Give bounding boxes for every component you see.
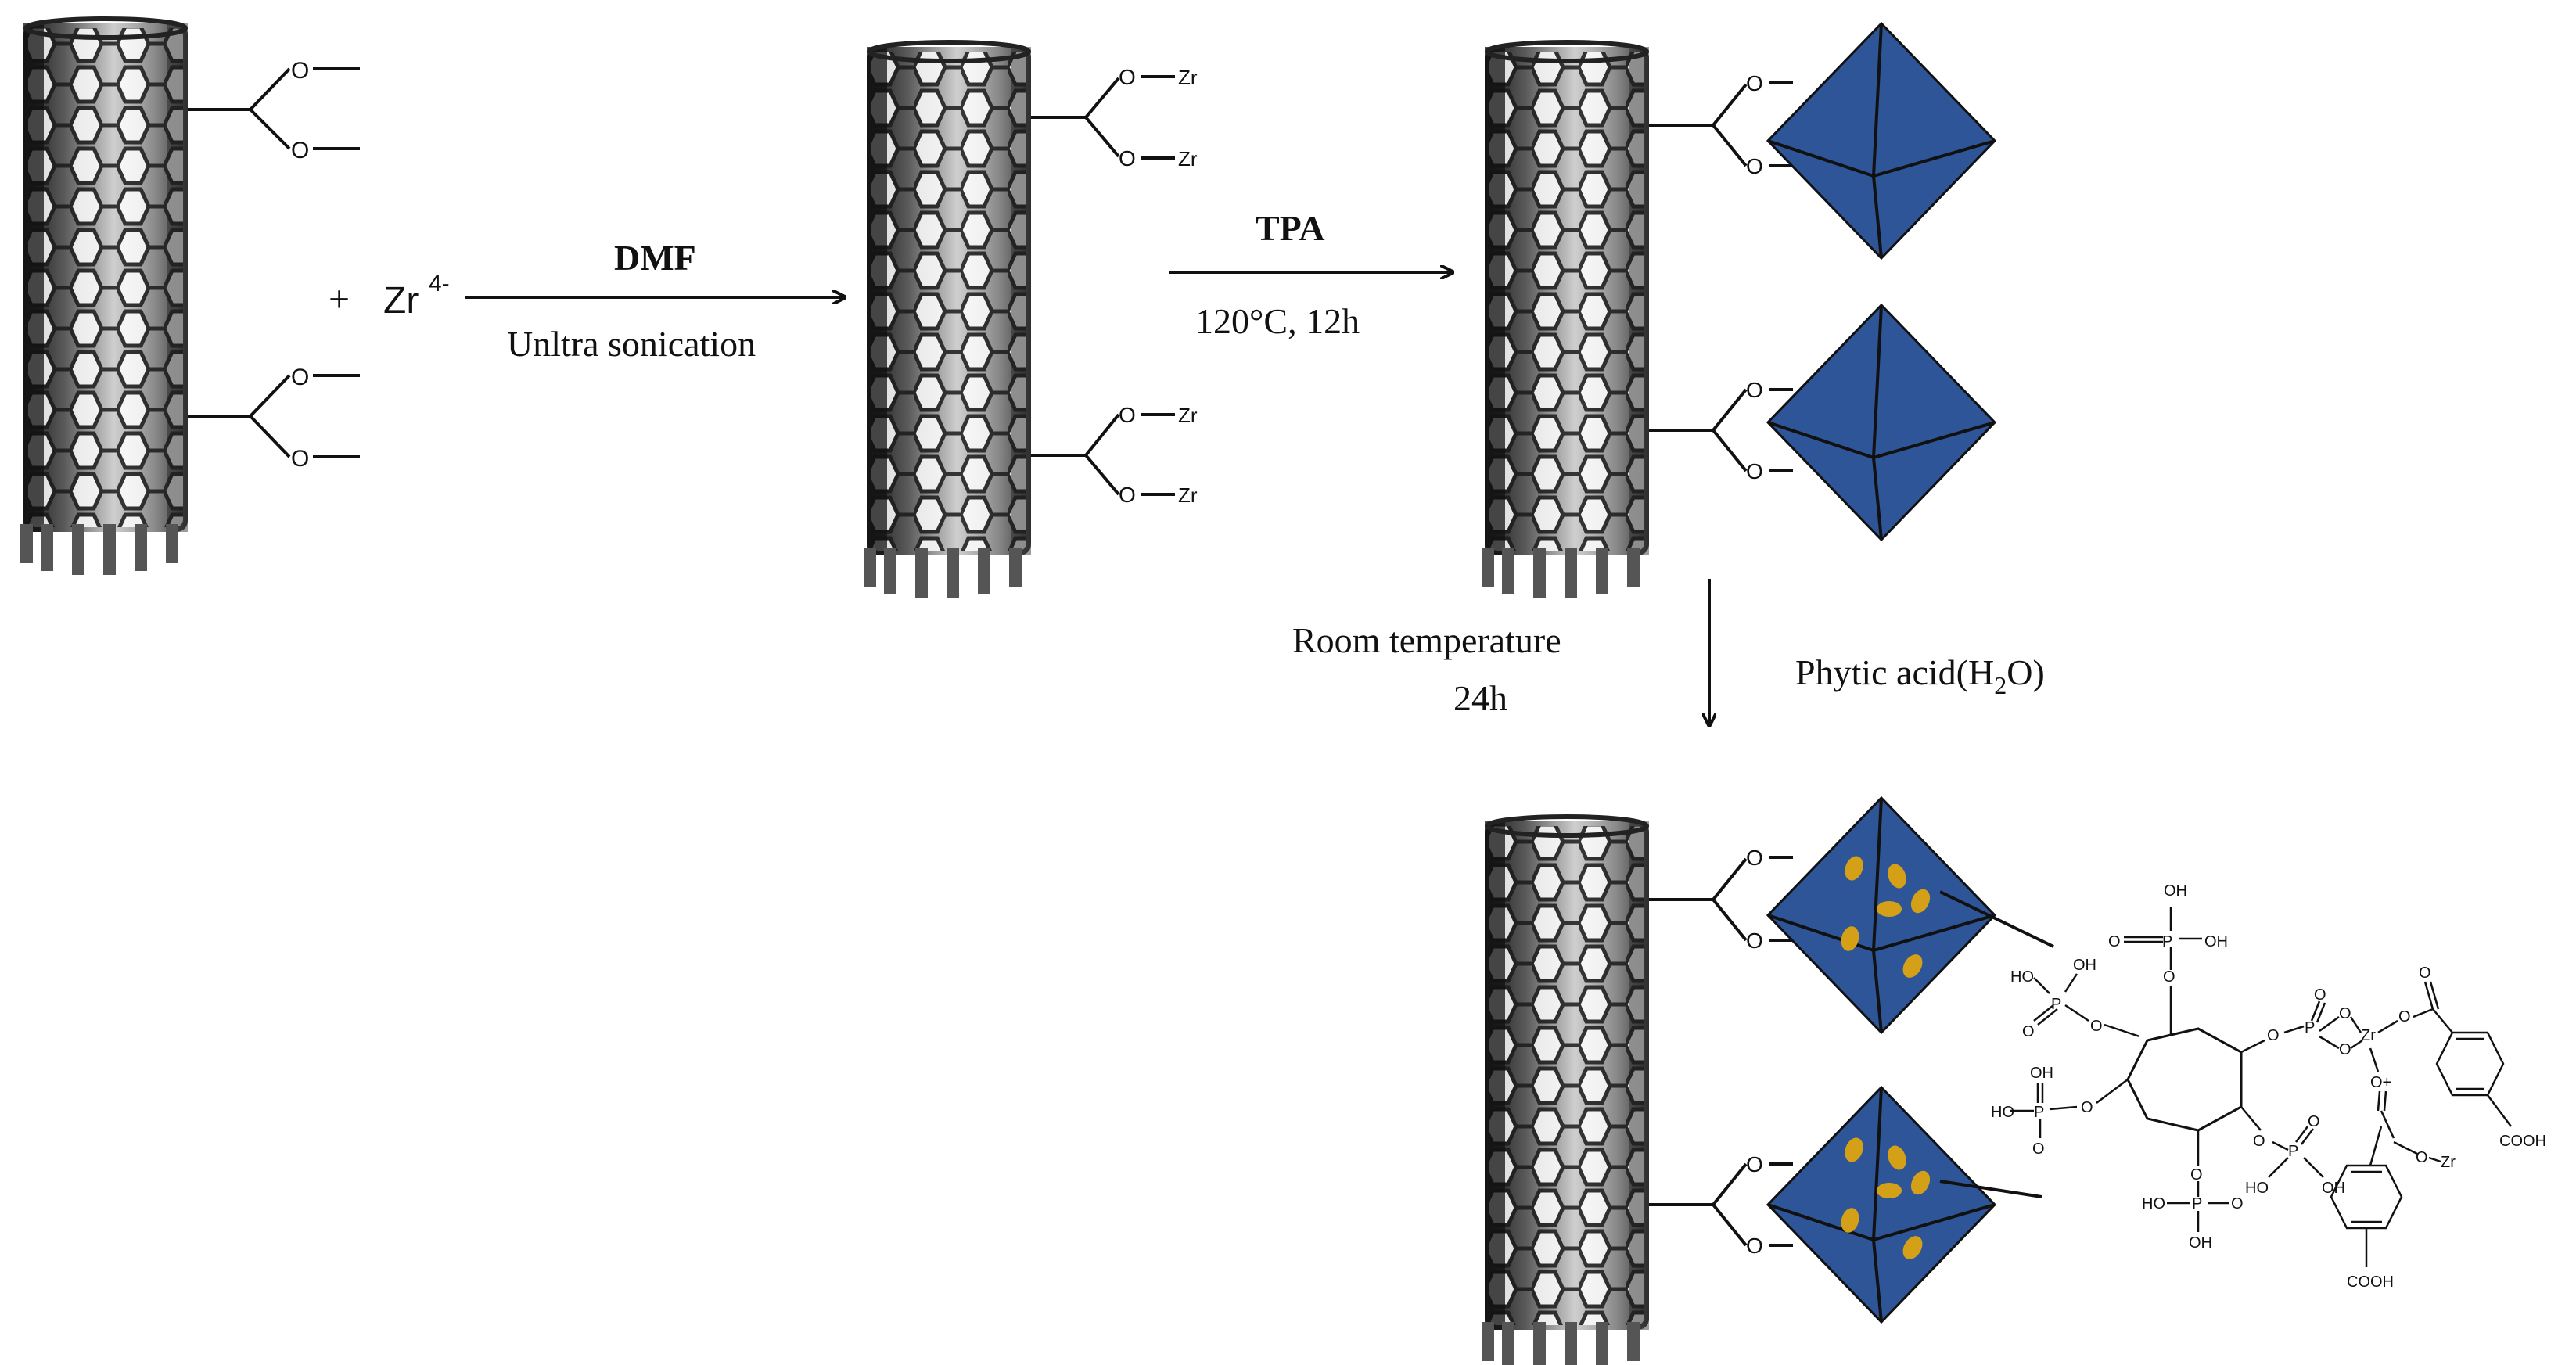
atom-o: O (2022, 1023, 2035, 1040)
linker-4a (1649, 856, 1793, 942)
atom-o: O (2339, 1041, 2351, 1058)
atom-p: P (2192, 1195, 2202, 1212)
phytic-acid-structure (2010, 907, 2512, 1267)
atom-p: P (2288, 1143, 2298, 1160)
atom-o-plus: O+ (2370, 1074, 2391, 1091)
nanotube-2 (867, 42, 1031, 598)
atom-zr: Zr (1178, 404, 1198, 427)
zr-ion-symbol: Zr (383, 280, 419, 321)
atom-o: O (2419, 964, 2431, 982)
atom-o: O (2398, 1008, 2411, 1026)
step1-condition: Unltra sonication (507, 324, 756, 364)
nanotube-3 (1485, 42, 1649, 598)
atom-p: P (2162, 933, 2172, 950)
atom-o: O (291, 446, 309, 472)
atom-o: O (1746, 154, 1763, 178)
step3-reagent-pre: Phytic acid(H (1795, 652, 1994, 692)
atom-o: O (2081, 1099, 2093, 1116)
step2-condition: 120°C, 12h (1195, 301, 1360, 341)
carboxyl-group-1a (188, 67, 360, 150)
atom-ho: HO (1991, 1104, 2014, 1121)
zr-carboxylate-2b (1031, 413, 1175, 496)
phytic-acid-labels: OH P O OH O HO OH P O O OH HO P O O O P … (1991, 882, 2546, 1291)
step3-condition-line2: 24h (1453, 678, 1507, 718)
atom-o: O (1119, 146, 1136, 171)
atom-o: O (291, 365, 309, 390)
atom-o: O (2032, 1140, 2045, 1158)
pa-loaded-octahedron-2 (1766, 1086, 1996, 1324)
step1-reagent: DMF (614, 238, 696, 278)
leader-line-2 (1939, 1180, 2042, 1198)
atom-o: O (2308, 1113, 2320, 1130)
atom-zr: Zr (1178, 147, 1198, 171)
atom-o: O (1119, 483, 1136, 507)
linker-3b (1649, 388, 1793, 472)
atom-o: O (2339, 1005, 2351, 1022)
atom-zr: Zr (2441, 1154, 2456, 1171)
atom-o: O (1746, 459, 1763, 483)
atom-oh: OH (2030, 1065, 2053, 1082)
atom-zr: Zr (1178, 483, 1198, 507)
atom-o: O (2231, 1195, 2244, 1212)
step3-reagent-post: O) (2007, 652, 2045, 692)
atom-oh: OH (2164, 882, 2187, 900)
atom-o: O (2267, 1027, 2280, 1044)
atom-oh: OH (2322, 1180, 2345, 1197)
atom-o: O (1746, 71, 1763, 95)
atom-o: O (1119, 65, 1136, 89)
carboxyl-group-1b (188, 374, 360, 458)
atom-o: O (291, 138, 309, 163)
atom-o: O (2253, 1133, 2265, 1150)
atom-oh: OH (2204, 933, 2228, 950)
atom-o: O (2163, 968, 2175, 986)
linker-3a (1649, 81, 1793, 167)
atom-p: P (2305, 1019, 2315, 1036)
atom-ho: HO (2010, 968, 2034, 986)
plus-sign: + (329, 278, 350, 320)
leader-line-1 (1939, 890, 2054, 948)
atom-cooh: COOH (2347, 1273, 2394, 1291)
uio-66-octahedron-2 (1766, 304, 1996, 541)
atom-zr: Zr (1178, 66, 1198, 89)
step3-reagent: Phytic acid(H2O) (1795, 652, 2045, 699)
step2-reagent: TPA (1256, 208, 1325, 248)
step3-condition-line1: Room temperature (1292, 620, 1561, 660)
atom-cooh: COOH (2499, 1133, 2546, 1150)
atom-o: O (1119, 403, 1136, 427)
atom-o: O (2108, 933, 2121, 950)
atom-o: O (1746, 846, 1763, 870)
atom-o: O (2416, 1149, 2428, 1166)
atom-p: P (2051, 996, 2061, 1013)
atom-o: O (2314, 986, 2326, 1004)
atom-ho: HO (2245, 1180, 2269, 1197)
nanotube-4 (1485, 817, 1649, 1365)
atom-p: P (2034, 1104, 2044, 1121)
uio-66-octahedron-1 (1766, 22, 1996, 260)
zr-carboxylate-2a (1031, 75, 1175, 160)
step3-reagent-sub: 2 (1994, 671, 2007, 699)
atom-o: O (1746, 378, 1763, 402)
pa-loaded-octahedron-1 (1766, 796, 1996, 1034)
atom-oh: OH (2073, 957, 2096, 974)
atom-o: O (2190, 1166, 2203, 1184)
linker-4b (1649, 1162, 1793, 1247)
atom-zr: Zr (2361, 1027, 2376, 1044)
atom-o: O (1746, 1152, 1763, 1176)
atom-o: O (2090, 1018, 2103, 1035)
atom-o: O (291, 58, 309, 84)
atom-o: O (1746, 1234, 1763, 1258)
nanotube-1 (23, 19, 188, 575)
atom-o: O (1746, 929, 1763, 953)
atom-oh: OH (2189, 1234, 2212, 1252)
zr-ion-charge: 4- (429, 271, 450, 296)
atom-ho: HO (2142, 1195, 2165, 1212)
